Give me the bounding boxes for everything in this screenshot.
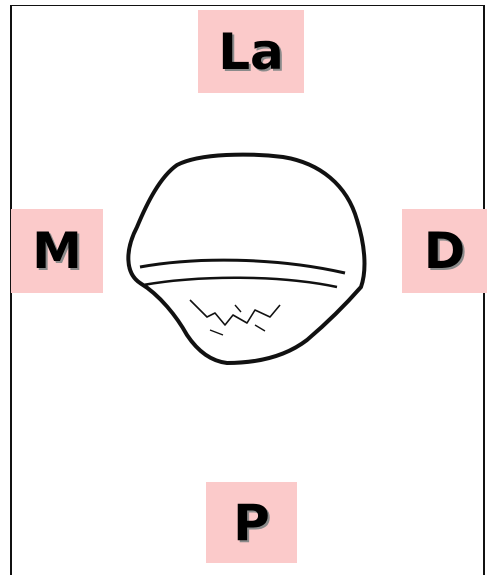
tooth-crown-outline bbox=[128, 155, 364, 363]
label-labial: La bbox=[198, 10, 304, 93]
tooth-outline-icon bbox=[115, 145, 385, 380]
label-distal-text: D bbox=[424, 226, 466, 276]
tooth-ridge-lower bbox=[143, 278, 337, 287]
label-palatal: P bbox=[206, 482, 297, 563]
label-distal: D bbox=[402, 209, 487, 293]
label-palatal-text: P bbox=[233, 498, 270, 548]
label-labial-text: La bbox=[218, 27, 284, 77]
label-mesial: M bbox=[11, 209, 103, 293]
label-mesial-text: M bbox=[32, 226, 82, 276]
tooth-ridge-upper bbox=[140, 260, 345, 273]
tooth-fissure-detail bbox=[210, 305, 265, 335]
tooth-fissure-marks bbox=[190, 300, 280, 325]
